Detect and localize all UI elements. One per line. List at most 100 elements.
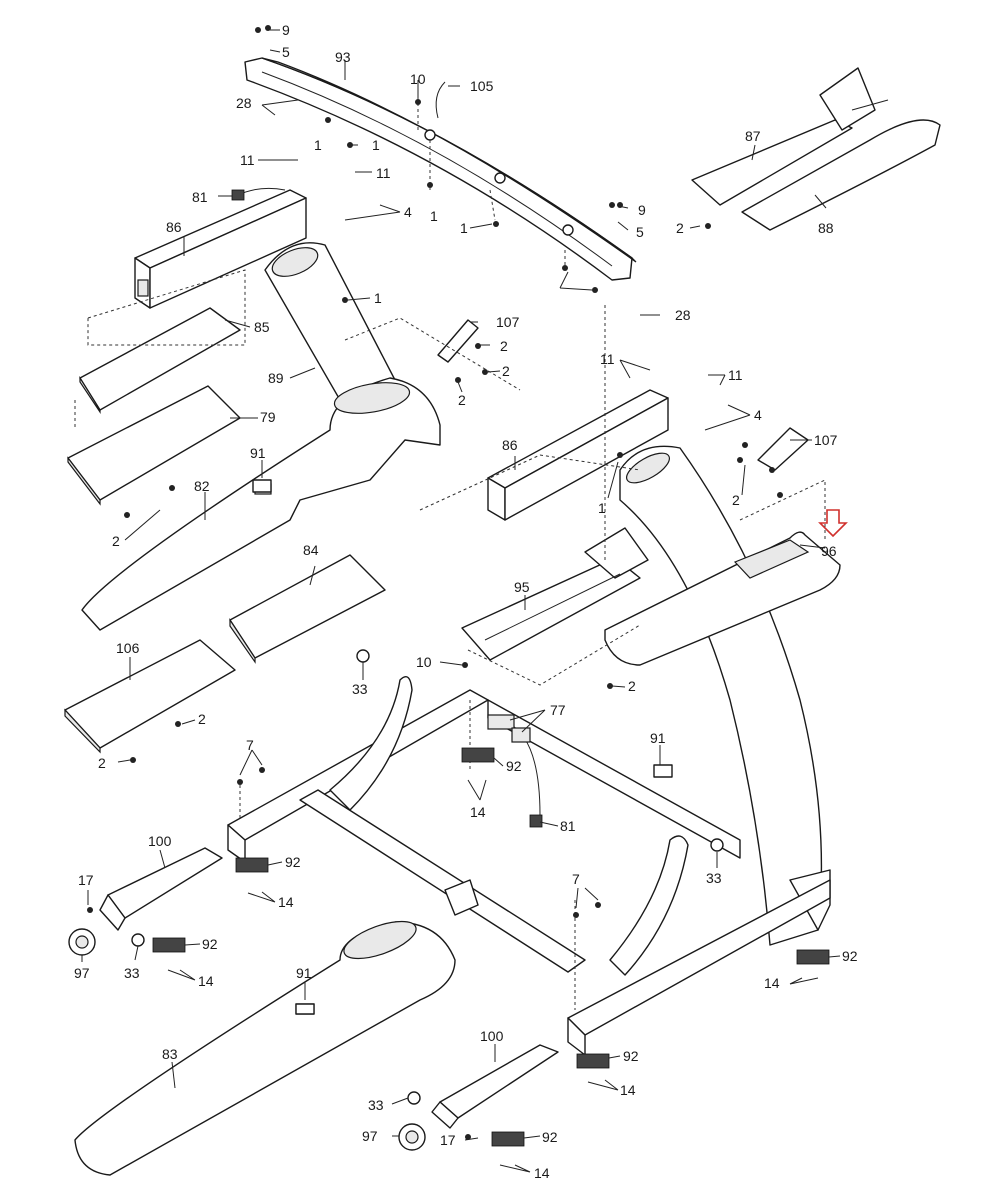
part-label: 86 <box>166 219 182 235</box>
part-label: 11 <box>240 152 255 168</box>
base-cover-83 <box>74 920 456 1176</box>
part-label: 2 <box>676 220 684 236</box>
part-label: 2 <box>198 711 206 727</box>
cover-88 <box>741 119 941 231</box>
part-label: 85 <box>254 319 270 335</box>
part-label: 105 <box>470 78 494 94</box>
part-label: 14 <box>764 975 780 991</box>
part-label: 1 <box>598 500 606 516</box>
part-label: 1 <box>460 220 468 236</box>
part-label: 92 <box>542 1129 558 1145</box>
part-label: 82 <box>194 478 210 494</box>
bracket-107-right <box>757 427 809 471</box>
part-label: 1 <box>314 137 322 153</box>
part-label: 11 <box>600 351 615 367</box>
part-label: 86 <box>502 437 518 453</box>
part-label: 1 <box>372 137 380 153</box>
part-label: 9 <box>638 202 646 218</box>
part-label: 89 <box>268 370 284 386</box>
part-label: 100 <box>480 1028 504 1044</box>
part-label: 2 <box>458 392 466 408</box>
part-label: 79 <box>260 409 276 425</box>
console-bracket-95 <box>461 527 649 661</box>
part-label: 33 <box>368 1097 384 1113</box>
part-label: 10 <box>416 654 432 670</box>
part-label: 91 <box>250 445 266 461</box>
handrail-cover-85 <box>79 307 241 414</box>
highlight-arrow-icon <box>818 509 848 538</box>
upright-tube-left <box>134 189 307 309</box>
part-label: 33 <box>706 870 722 886</box>
part-label: 10 <box>410 71 426 87</box>
part-label: 17 <box>440 1132 456 1148</box>
part-label: 1 <box>374 290 382 306</box>
wires <box>231 81 543 828</box>
part-label: 84 <box>303 542 319 558</box>
fasteners <box>87 25 783 1140</box>
part-label-highlighted: 96 <box>821 543 837 559</box>
part-label: 2 <box>98 755 106 771</box>
leg-100-upper <box>68 847 223 956</box>
crossbar-part <box>244 57 637 281</box>
part-label: 92 <box>202 936 218 952</box>
part-label: 97 <box>362 1128 378 1144</box>
leg-100-lower <box>398 1044 559 1151</box>
part-label: 95 <box>514 579 530 595</box>
part-label: 93 <box>335 49 351 65</box>
handrail-cover-96 <box>604 531 841 666</box>
inner-cover-84 <box>229 554 386 664</box>
part-label: 88 <box>818 220 834 236</box>
part-label: 33 <box>124 965 140 981</box>
bracket-107-upper <box>437 319 479 363</box>
part-label: 92 <box>842 948 858 964</box>
part-label: 106 <box>116 640 140 656</box>
part-label: 2 <box>628 678 636 694</box>
part-label: 33 <box>352 681 368 697</box>
part-label: 28 <box>675 307 691 323</box>
part-label: 107 <box>814 432 838 448</box>
part-label: 92 <box>506 758 522 774</box>
part-label: 7 <box>246 737 254 753</box>
part-label: 91 <box>650 730 666 746</box>
bracket-87 <box>691 67 889 206</box>
part-label: 97 <box>74 965 90 981</box>
part-label: 14 <box>278 894 294 910</box>
part-label: 11 <box>376 165 391 181</box>
part-label: 2 <box>732 492 740 508</box>
part-label: 83 <box>162 1046 178 1062</box>
part-labels: 9 5 93 10 105 28 1 1 11 11 4 81 86 1 1 8… <box>74 22 858 1181</box>
leader-lines <box>81 29 841 1173</box>
part-label: 77 <box>550 702 566 718</box>
label-plates <box>252 479 673 1015</box>
part-label: 92 <box>623 1048 639 1064</box>
upright-post-right <box>619 445 831 946</box>
part-label: 7 <box>572 871 580 887</box>
part-label: 91 <box>296 965 312 981</box>
part-label: 1 <box>430 208 438 224</box>
part-label: 81 <box>192 189 208 205</box>
part-label: 11 <box>728 367 743 383</box>
part-label: 4 <box>754 407 762 423</box>
part-label: 92 <box>285 854 301 870</box>
base-frame <box>227 676 831 1056</box>
upright-tube-right <box>487 389 669 521</box>
part-label: 14 <box>534 1165 550 1181</box>
part-label: 14 <box>470 804 486 820</box>
part-label: 14 <box>620 1082 636 1098</box>
cover-106 <box>64 639 236 754</box>
part-label: 17 <box>78 872 94 888</box>
part-label: 2 <box>502 363 510 379</box>
part-label: 81 <box>560 818 576 834</box>
part-label: 28 <box>236 95 252 111</box>
part-label: 14 <box>198 973 214 989</box>
part-label: 5 <box>636 224 644 240</box>
part-label: 107 <box>496 314 520 330</box>
upright-post-left <box>264 242 396 401</box>
part-label: 9 <box>282 22 290 38</box>
assembly-lines <box>74 85 826 1010</box>
part-label: 2 <box>112 533 120 549</box>
part-label: 4 <box>404 204 412 220</box>
part-label: 5 <box>282 44 290 60</box>
part-label: 87 <box>745 128 761 144</box>
